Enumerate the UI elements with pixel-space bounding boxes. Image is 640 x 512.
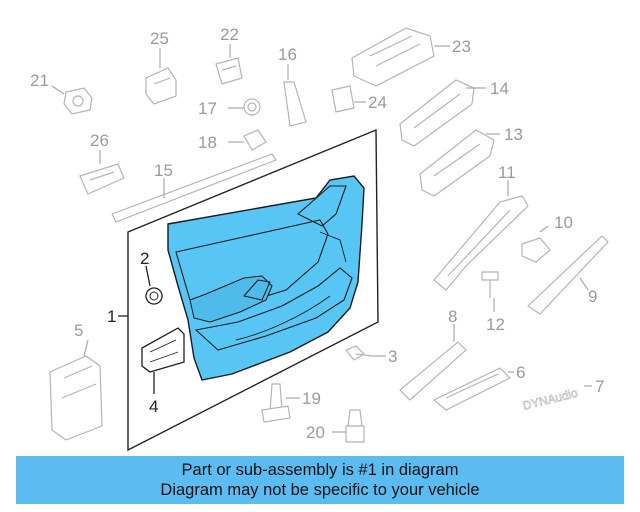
part-22-ghost <box>215 57 243 85</box>
dynaudio-badge-text: DYNAudio <box>521 386 579 413</box>
banner-line-2: Diagram may not be specific to your vehi… <box>160 481 480 499</box>
part-20-ghost <box>345 409 365 443</box>
part-16-ghost <box>283 81 307 127</box>
part-10-ghost <box>521 237 551 263</box>
callout-20[interactable]: 20 <box>306 423 325 442</box>
part-24-ghost <box>331 85 355 113</box>
leader-lines <box>51 44 592 433</box>
callout-13[interactable]: 13 <box>504 125 523 144</box>
info-banner: Part or sub-assembly is #1 in diagram Di… <box>16 456 624 504</box>
banner-line-1: Part or sub-assembly is #1 in diagram <box>181 461 459 479</box>
part-11-ghost <box>433 195 529 291</box>
part-26-ghost <box>79 163 125 195</box>
clip-part-2[interactable] <box>145 287 163 305</box>
callout-19[interactable]: 19 <box>302 389 321 408</box>
bracket-part-4[interactable] <box>141 327 185 373</box>
part-3-ghost <box>345 345 373 361</box>
callout-15[interactable]: 15 <box>154 161 173 180</box>
callout-4[interactable]: 4 <box>149 397 158 416</box>
callout-14[interactable]: 14 <box>490 79 509 98</box>
part-14-ghost <box>399 79 475 147</box>
callout-10[interactable]: 10 <box>554 213 573 232</box>
part-7-badge: DYNAudio <box>521 385 580 413</box>
callout-7[interactable]: 7 <box>595 377 604 396</box>
part-17-ghost <box>243 98 261 116</box>
callout-24[interactable]: 24 <box>368 93 387 112</box>
part-13-ghost <box>419 129 495 197</box>
part-5-ghost <box>49 355 103 441</box>
parts-diagram: DYNAudio <box>30 25 609 452</box>
part-8-ghost <box>399 341 467 401</box>
callout-2[interactable]: 2 <box>140 249 149 268</box>
callout-16[interactable]: 16 <box>278 45 297 64</box>
callout-5[interactable]: 5 <box>74 321 83 340</box>
part-21-ghost <box>63 87 93 115</box>
callout-11[interactable]: 11 <box>498 163 516 182</box>
callout-26[interactable]: 26 <box>90 131 109 150</box>
callout-8[interactable]: 8 <box>448 307 457 326</box>
part-12-ghost <box>481 271 499 298</box>
callout-6[interactable]: 6 <box>516 363 525 382</box>
part-19-ghost <box>261 383 291 423</box>
callout-3[interactable]: 3 <box>388 347 397 366</box>
callout-18[interactable]: 18 <box>198 133 217 152</box>
callout-23[interactable]: 23 <box>452 37 471 56</box>
part-25-ghost <box>145 67 177 105</box>
part-18-ghost <box>243 129 267 151</box>
callout-21[interactable]: 21 <box>30 71 49 90</box>
part-23-ghost <box>351 27 435 87</box>
callout-12[interactable]: 12 <box>486 315 505 334</box>
part-15-ghost <box>111 153 277 223</box>
callout-1[interactable]: 1 <box>107 307 116 326</box>
callout-labels: 1 2 4 3 5 6 7 8 9 10 11 12 13 14 15 16 1… <box>30 25 604 442</box>
part-9-ghost <box>527 235 609 315</box>
door-trim-panel-highlight[interactable] <box>167 175 365 381</box>
callout-9[interactable]: 9 <box>588 287 597 306</box>
callout-22[interactable]: 22 <box>220 25 239 44</box>
part-6-ghost <box>432 367 512 411</box>
callout-17[interactable]: 17 <box>198 99 217 118</box>
callout-25[interactable]: 25 <box>150 29 169 48</box>
